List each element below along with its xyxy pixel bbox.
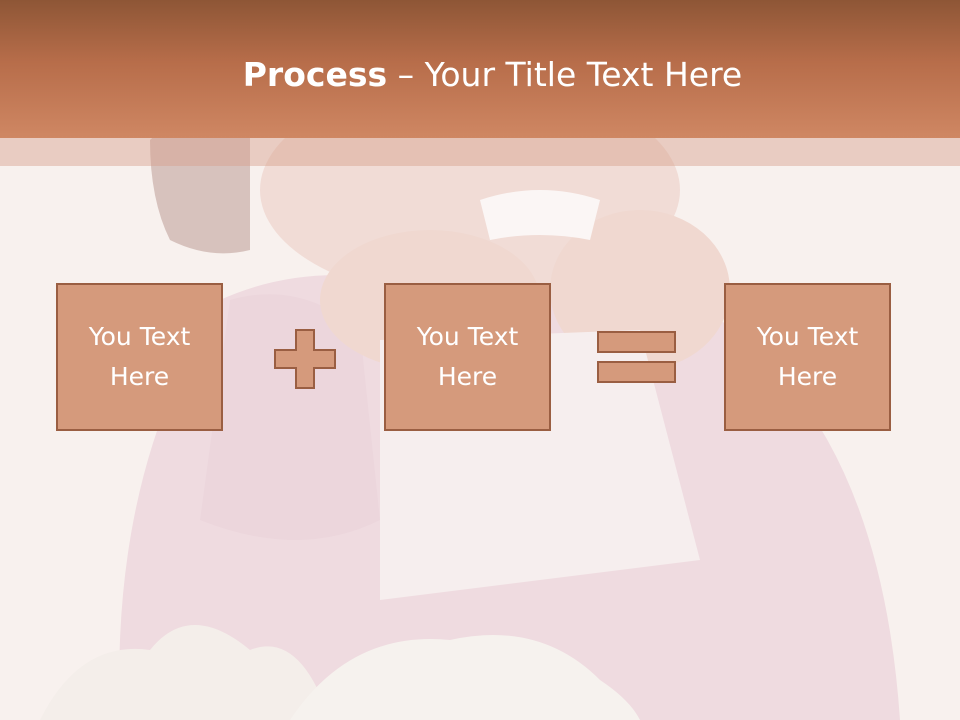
title-bar (0, 0, 960, 138)
plus-icon (274, 329, 336, 389)
text-box-1-label: You Text Here (88, 322, 191, 391)
text-box-3-label: You Text Here (756, 322, 859, 391)
text-box-2-label: You Text Here (416, 322, 519, 391)
title-strip (0, 138, 960, 166)
text-box-1[interactable]: You Text Here (56, 283, 223, 431)
equals-icon (597, 331, 676, 383)
slide-title[interactable]: Process – Your Title Text Here (0, 50, 960, 100)
title-rest: Your Title Text Here (424, 55, 743, 94)
title-dash: – (387, 55, 425, 94)
text-box-3[interactable]: You Text Here (724, 283, 891, 431)
text-box-2[interactable]: You Text Here (384, 283, 551, 431)
title-bold: Process (242, 55, 388, 94)
